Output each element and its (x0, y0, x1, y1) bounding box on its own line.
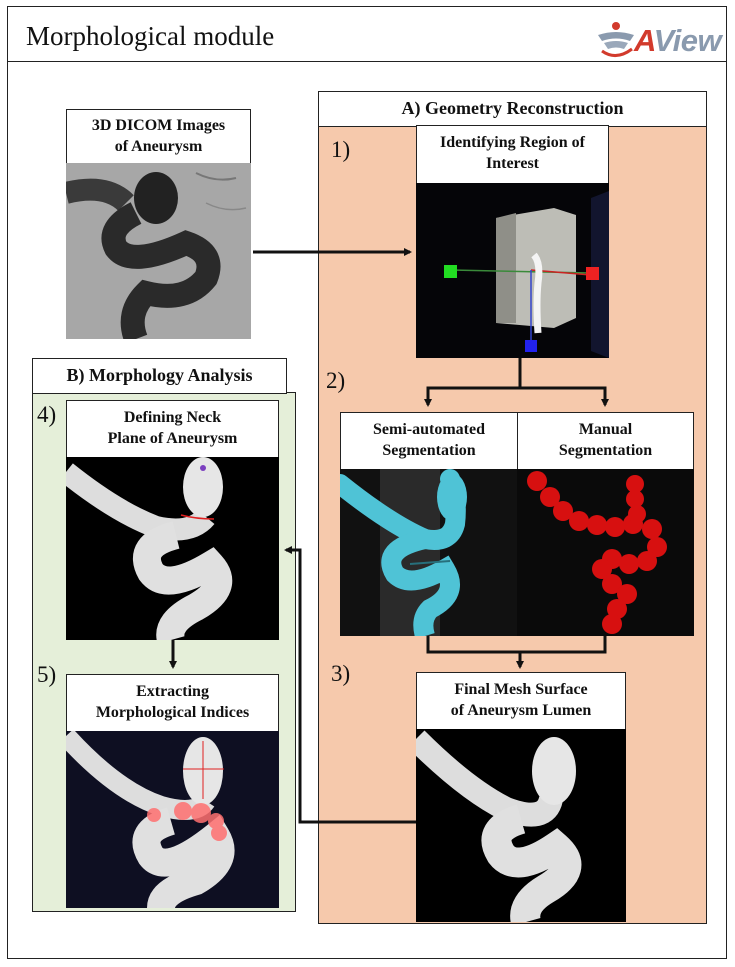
logo-emblem-icon (598, 22, 634, 57)
page-title: Morphological module (26, 21, 275, 51)
section-b-title: B) Morphology Analysis (32, 358, 287, 394)
semi-auto-segmentation-image (340, 469, 518, 636)
final-mesh-image (416, 729, 626, 922)
neck-plane-image (66, 457, 279, 640)
logo-wordmark: AView (634, 23, 722, 58)
step-2-number: 2) (326, 368, 346, 393)
step-3-number: 3) (331, 661, 351, 686)
morphological-indices-image (66, 731, 279, 908)
aview-logo: AView (594, 19, 726, 61)
manual-segmentation-image (517, 469, 694, 636)
roi-image (416, 183, 609, 358)
header-bar: Morphological module AView (7, 6, 727, 62)
step-5-number: 5) (37, 662, 57, 687)
step-1-number: 1) (331, 137, 351, 162)
step-4-number: 4) (37, 402, 57, 427)
section-a-title: A) Geometry Reconstruction (318, 91, 707, 127)
dicom-image (66, 163, 251, 339)
